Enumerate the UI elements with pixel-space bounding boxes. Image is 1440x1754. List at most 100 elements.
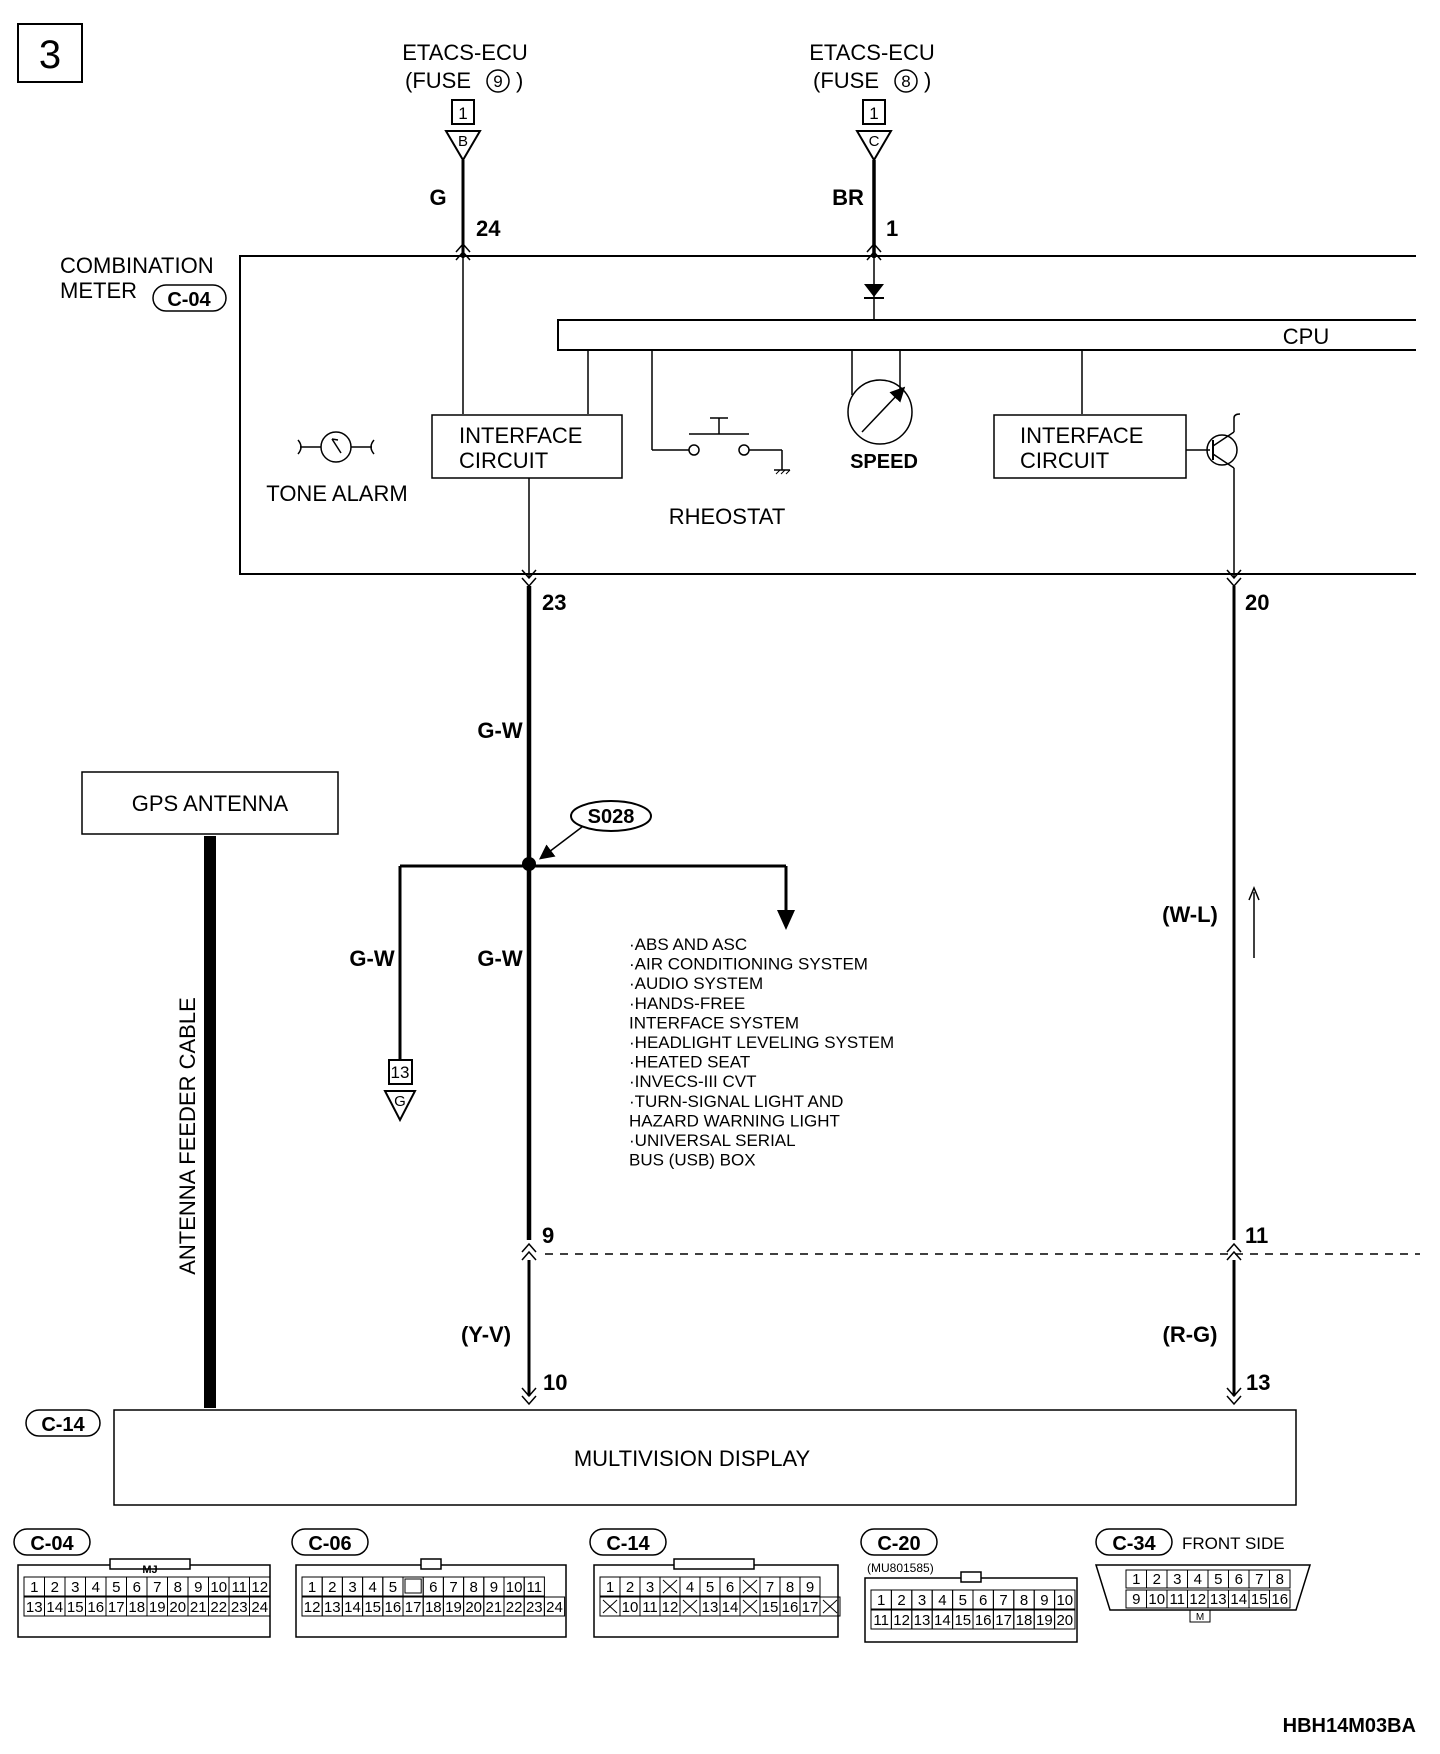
source-name: ETACS-ECU bbox=[809, 40, 935, 65]
source-fuse-label: (FUSE bbox=[405, 68, 471, 93]
connector-pin: 10 bbox=[622, 1599, 639, 1616]
connector-pin: 2 bbox=[328, 1579, 336, 1596]
connector-pin: 14 bbox=[46, 1599, 63, 1616]
system-list-item: ·INVECS-III CVT bbox=[629, 1072, 757, 1091]
system-list-item: ·UNIVERSAL SERIAL bbox=[629, 1131, 796, 1150]
connector-pin: 8 bbox=[174, 1579, 182, 1596]
connector-note: FRONT SIDE bbox=[1182, 1534, 1285, 1553]
connector-pin: 18 bbox=[425, 1599, 442, 1616]
connector-pin: 3 bbox=[646, 1579, 654, 1596]
connector-pin: 4 bbox=[92, 1579, 100, 1596]
connector-pin: 2 bbox=[897, 1592, 905, 1609]
connector-pin: 1 bbox=[308, 1579, 316, 1596]
source-name: ETACS-ECU bbox=[402, 40, 528, 65]
connector-pin: 20 bbox=[465, 1599, 482, 1616]
diagram-code: HBH14M03BA bbox=[1283, 1715, 1416, 1737]
connector-pin: 21 bbox=[190, 1599, 207, 1616]
connector-pin: 3 bbox=[348, 1579, 356, 1596]
connector-pin: 4 bbox=[1194, 1571, 1202, 1588]
connector-pin: 16 bbox=[87, 1599, 104, 1616]
speed-gauge-icon bbox=[847, 379, 913, 445]
connector-pin: 10 bbox=[1056, 1592, 1073, 1609]
connector-pin: 17 bbox=[108, 1599, 125, 1616]
connector-pin: 6 bbox=[1235, 1571, 1243, 1588]
splice-s028: S028 G-W 13 G bbox=[349, 800, 795, 1123]
connector-pin: 15 bbox=[364, 1599, 381, 1616]
connector-pin: 17 bbox=[405, 1599, 422, 1616]
connector-pin: 12 bbox=[893, 1612, 910, 1629]
connector-pin: 11 bbox=[873, 1612, 889, 1629]
connector-pin: 3 bbox=[71, 1579, 79, 1596]
connector-pin: 20 bbox=[169, 1599, 186, 1616]
pin-number: 24 bbox=[476, 216, 501, 241]
connector-pin: 21 bbox=[486, 1599, 503, 1616]
connector-pin: 8 bbox=[786, 1579, 794, 1596]
fuse-number: 8 bbox=[901, 72, 910, 91]
connector-pin: 18 bbox=[128, 1599, 145, 1616]
system-list-item: ·HEADLIGHT LEVELING SYSTEM bbox=[629, 1033, 894, 1052]
wire-color: G bbox=[429, 185, 446, 210]
connector-pin: 22 bbox=[506, 1599, 523, 1616]
connector-pin: 12 bbox=[304, 1599, 321, 1616]
connector-pin: 5 bbox=[112, 1579, 120, 1596]
connector-pin: 10 bbox=[1148, 1591, 1165, 1608]
branch-connector-letter: G bbox=[394, 1093, 406, 1110]
connector-pin: 14 bbox=[722, 1599, 739, 1616]
pin-9: 9 bbox=[542, 1223, 554, 1248]
connector-pin: 7 bbox=[999, 1592, 1007, 1609]
connector-pin: 6 bbox=[429, 1579, 437, 1596]
meter-label: COMBINATION bbox=[60, 253, 214, 278]
source-etacs-fuse-9: ETACS-ECU (FUSE 9 ) 1 B G 24 bbox=[402, 40, 528, 258]
gps-antenna: GPS ANTENNA ANTENNA FEEDER CABLE bbox=[81, 771, 339, 1408]
connector-pin: 13 bbox=[324, 1599, 341, 1616]
wire-label: G-W bbox=[477, 718, 522, 743]
connector-note: (MU801585) bbox=[867, 1561, 934, 1575]
svg-text:): ) bbox=[516, 68, 523, 93]
interface-circuit-left bbox=[431, 414, 623, 479]
connector-pin: 11 bbox=[642, 1599, 658, 1616]
connector-pin: 1 bbox=[30, 1579, 38, 1596]
meter-connector: C-04 bbox=[167, 289, 211, 311]
connector-pin: 2 bbox=[626, 1579, 634, 1596]
connector-pin: 6 bbox=[726, 1579, 734, 1596]
connector-pin: 5 bbox=[959, 1592, 967, 1609]
svg-text:CIRCUIT: CIRCUIT bbox=[1020, 448, 1109, 473]
connector-pin: 4 bbox=[369, 1579, 377, 1596]
branch-box-number: 13 bbox=[391, 1063, 410, 1082]
connector-letter: B bbox=[458, 133, 468, 150]
rg-wire-label: (R-G) bbox=[1163, 1322, 1218, 1347]
systems-list: ·ABS AND ASC·AIR CONDITIONING SYSTEM·AUD… bbox=[629, 935, 894, 1170]
connector-pin: 13 bbox=[702, 1599, 719, 1616]
connector-pin: 15 bbox=[762, 1599, 779, 1616]
wire-label: (W-L) bbox=[1162, 902, 1218, 927]
connector-pin: 12 bbox=[1189, 1591, 1206, 1608]
pin-23: 23 bbox=[542, 590, 566, 615]
pin-11: 11 bbox=[1245, 1223, 1268, 1248]
connector-pin: 23 bbox=[526, 1599, 543, 1616]
connector-pin: 2 bbox=[1153, 1571, 1161, 1588]
connector-pin: 9 bbox=[194, 1579, 202, 1596]
connector-pin: 11 bbox=[1169, 1591, 1185, 1608]
source-etacs-fuse-8: ETACS-ECU (FUSE 8 ) 1 C BR 1 bbox=[809, 40, 935, 258]
svg-text:CIRCUIT: CIRCUIT bbox=[459, 448, 548, 473]
system-list-item: ·TURN-SIGNAL LIGHT AND bbox=[629, 1092, 843, 1111]
combination-meter: COMBINATION METER C-04 CPU bbox=[60, 242, 1416, 578]
interface-circuit-right bbox=[993, 414, 1187, 479]
connector-pin: 15 bbox=[67, 1599, 84, 1616]
connector-pin: 22 bbox=[210, 1599, 227, 1616]
connector-pin: 19 bbox=[149, 1599, 166, 1616]
connector-pin: 20 bbox=[1056, 1612, 1073, 1629]
source-fuse-label: (FUSE bbox=[813, 68, 879, 93]
connector-letter: C bbox=[869, 133, 880, 150]
connector-pin: 3 bbox=[1173, 1571, 1181, 1588]
svg-text:G-W: G-W bbox=[477, 946, 522, 971]
connector-tag: MJ bbox=[142, 1564, 157, 1576]
connector-pin: 19 bbox=[445, 1599, 462, 1616]
svg-text:INTERFACE: INTERFACE bbox=[1020, 423, 1143, 448]
connector-code: C-04 bbox=[30, 1533, 74, 1555]
